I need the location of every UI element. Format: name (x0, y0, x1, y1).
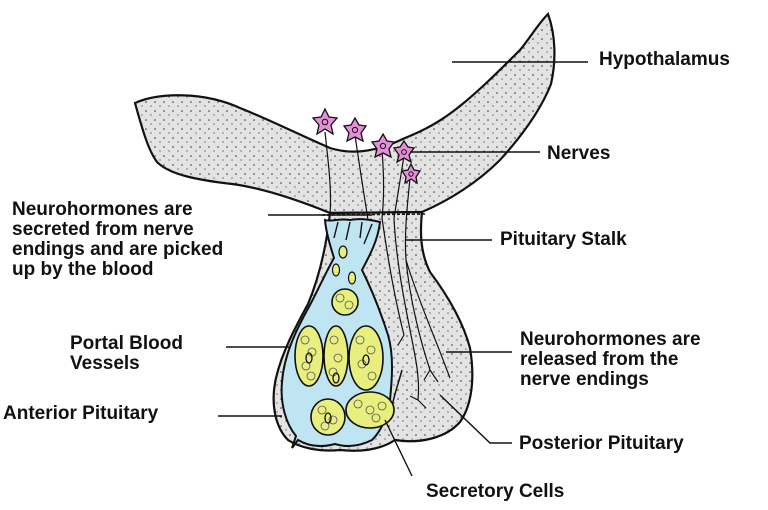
label-line: Neurohormones are (12, 199, 193, 220)
secretory-cell-cluster (348, 325, 384, 391)
label-line: Vessels (70, 353, 140, 374)
label-hypothalamus: Hypothalamus (599, 49, 730, 70)
nerve-cell (400, 162, 422, 185)
secretory-cell-cluster (345, 391, 395, 429)
label-line: Portal Blood (70, 333, 183, 354)
nerve-cell (311, 107, 339, 136)
label-line: Neurohormones are (520, 329, 701, 350)
nerve-fibres (324, 131, 451, 409)
nerve-cells (311, 107, 422, 185)
label-neurohormones-secreted: Neurohormones are secreted from nerve en… (12, 200, 223, 280)
capillary-branches (333, 221, 373, 245)
secretory-cell-cluster (323, 325, 349, 387)
label-secretory-cells: Secretory Cells (426, 481, 565, 502)
leader-lines (218, 61, 588, 477)
hypothalamus-stipple (135, 14, 555, 213)
secretory-cells (294, 288, 395, 436)
label-line: endings and are picked (12, 239, 224, 260)
secretory-cell-cluster (294, 325, 324, 387)
secretory-cell-cluster (310, 398, 346, 436)
label-portal-blood-vessels: Portal Blood Vessels (70, 334, 183, 374)
nerve-cell (370, 132, 396, 159)
vessel-droplet (347, 271, 357, 285)
label-line: secreted from nerve (12, 219, 194, 240)
nerve-cell (342, 116, 368, 143)
label-anterior-pituitary: Anterior Pituitary (3, 403, 159, 424)
label-line: released from the (520, 349, 679, 370)
label-nerves: Nerves (547, 143, 611, 164)
vessel-droplet (331, 263, 341, 277)
label-line: up by the blood (12, 259, 154, 280)
secretory-cell-cluster (331, 288, 359, 316)
label-pituitary-stalk: Pituitary Stalk (500, 229, 627, 250)
label-line: nerve endings (520, 369, 649, 390)
label-posterior-pituitary: Posterior Pituitary (519, 433, 684, 454)
nerve-cell (392, 139, 416, 164)
vessel-droplet (338, 245, 348, 259)
label-neurohormones-released: Neurohormones are released from the nerv… (520, 330, 701, 390)
